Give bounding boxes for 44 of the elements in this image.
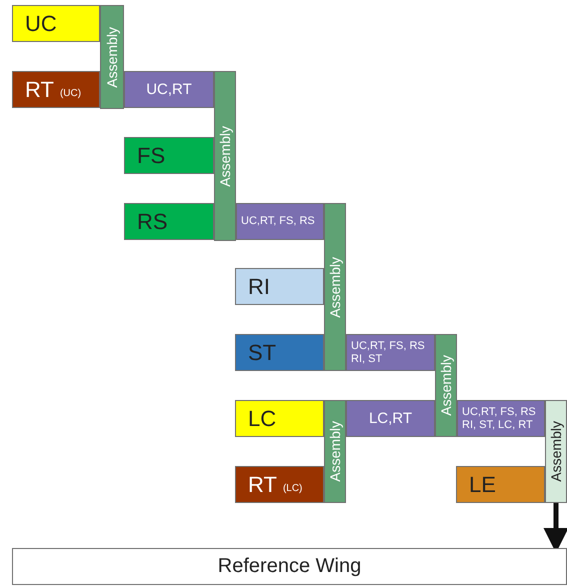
assembly-bar [214, 71, 236, 241]
assembly-label: Assembly [104, 26, 120, 88]
box-label: ST [248, 340, 276, 366]
box-label: UC,RT [146, 80, 192, 98]
box-label: RT [248, 472, 277, 498]
part-box [456, 466, 545, 503]
assembly-label: Assembly [326, 256, 344, 318]
assembly-label: Assembly [438, 355, 454, 416]
box-label: UC,RT, FS, RS RI, ST [351, 340, 426, 366]
part-box [124, 203, 214, 240]
subassembly-box [346, 334, 435, 371]
subassembly-box [457, 400, 545, 437]
box-label: LC,RT [368, 410, 412, 428]
part-box [12, 71, 100, 108]
part-box [235, 334, 324, 371]
assembly-bar [435, 334, 457, 437]
box-label: LE [469, 472, 496, 498]
note-label: (LC) [282, 482, 302, 494]
box-label: LC [248, 406, 276, 432]
part-box [12, 5, 100, 42]
part-box [235, 466, 324, 503]
assembly-label: Assembly [216, 126, 234, 186]
box-label: Reference Wing [218, 555, 362, 578]
assembly-label: Assembly [326, 421, 344, 482]
assembly-label: Assembly [548, 421, 564, 482]
part-box [124, 137, 214, 174]
subassembly-box [346, 400, 435, 437]
result-box [12, 548, 567, 585]
assembly-bar [324, 400, 346, 503]
assembly-bar [100, 5, 124, 109]
box-label: RI [248, 274, 270, 300]
assembly-bar [324, 203, 346, 371]
box-label: RT [25, 76, 54, 102]
box-label: FS [137, 142, 166, 168]
assembly-bar [545, 400, 567, 503]
subassembly-box [124, 71, 214, 108]
subassembly-box [236, 203, 324, 240]
box-label: UC [25, 10, 57, 36]
note-label: (UC) [60, 88, 82, 100]
box-label: RS [137, 208, 168, 234]
part-box [235, 400, 324, 437]
box-label: UC,RT, FS, RS [241, 215, 315, 228]
part-box [235, 268, 324, 305]
box-label: UC,RT, FS, RS RI, ST, LC, RT [462, 406, 537, 432]
